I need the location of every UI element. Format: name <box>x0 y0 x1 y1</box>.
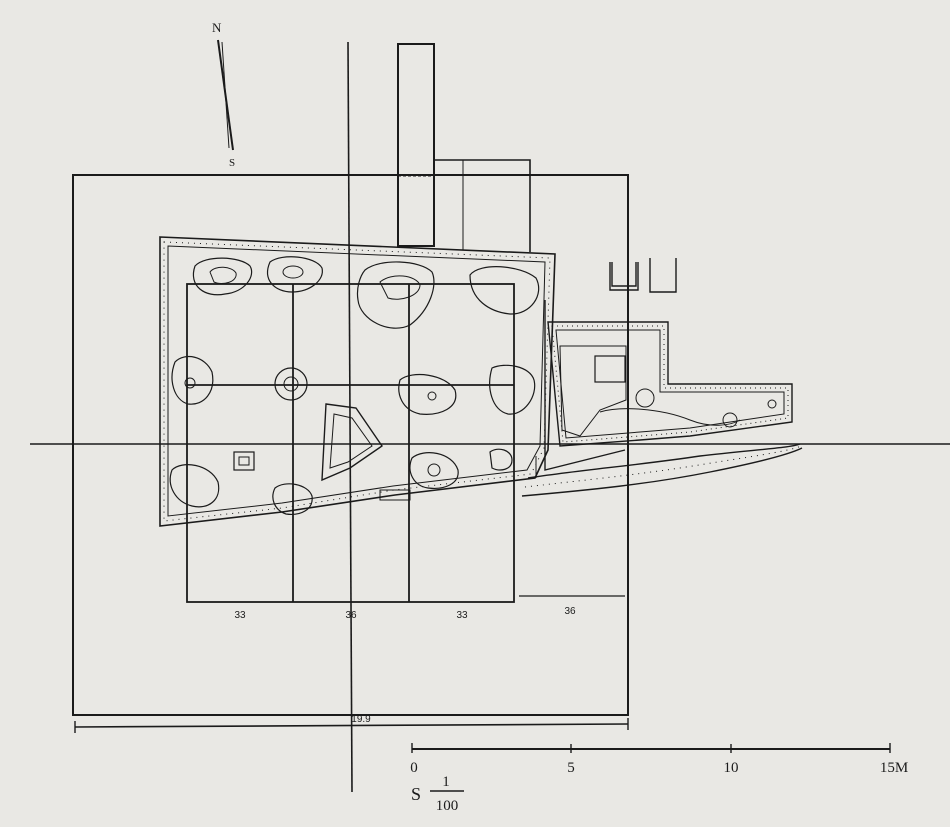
column-label-2: 36 <box>345 610 357 621</box>
scale-ratio-prefix: S <box>411 784 421 804</box>
pillar-holes <box>169 256 540 515</box>
north-south-axis-line <box>347 41 353 793</box>
scale-tick-10: 10 <box>724 760 739 776</box>
column-label-3: 33 <box>456 610 468 621</box>
scale-ratio-numerator: 1 <box>442 774 450 790</box>
top-trench <box>397 43 531 252</box>
total-width-dimension <box>74 718 629 733</box>
excavation-frame <box>72 174 629 716</box>
south-label: S <box>229 157 235 169</box>
scale-bar: 0 5 10 15M <box>410 743 908 776</box>
total-width-label: 19.9 <box>351 714 371 725</box>
scale-tick-0: 0 <box>410 760 418 776</box>
dwelling-pit-outline <box>159 236 556 527</box>
column-label-1: 33 <box>234 610 246 621</box>
scale-ratio-denominator: 100 <box>436 798 459 814</box>
east-annex <box>535 258 793 478</box>
drainage-channel <box>521 443 803 497</box>
column-label-4: 36 <box>564 606 576 617</box>
north-label: N <box>212 20 222 35</box>
scale-ratio: S 1 100 <box>411 774 464 814</box>
scale-tick-5: 5 <box>567 760 575 776</box>
north-arrow-icon: N S <box>212 20 235 169</box>
scale-tick-15: 15M <box>880 760 908 776</box>
measurement-grid <box>186 283 625 603</box>
